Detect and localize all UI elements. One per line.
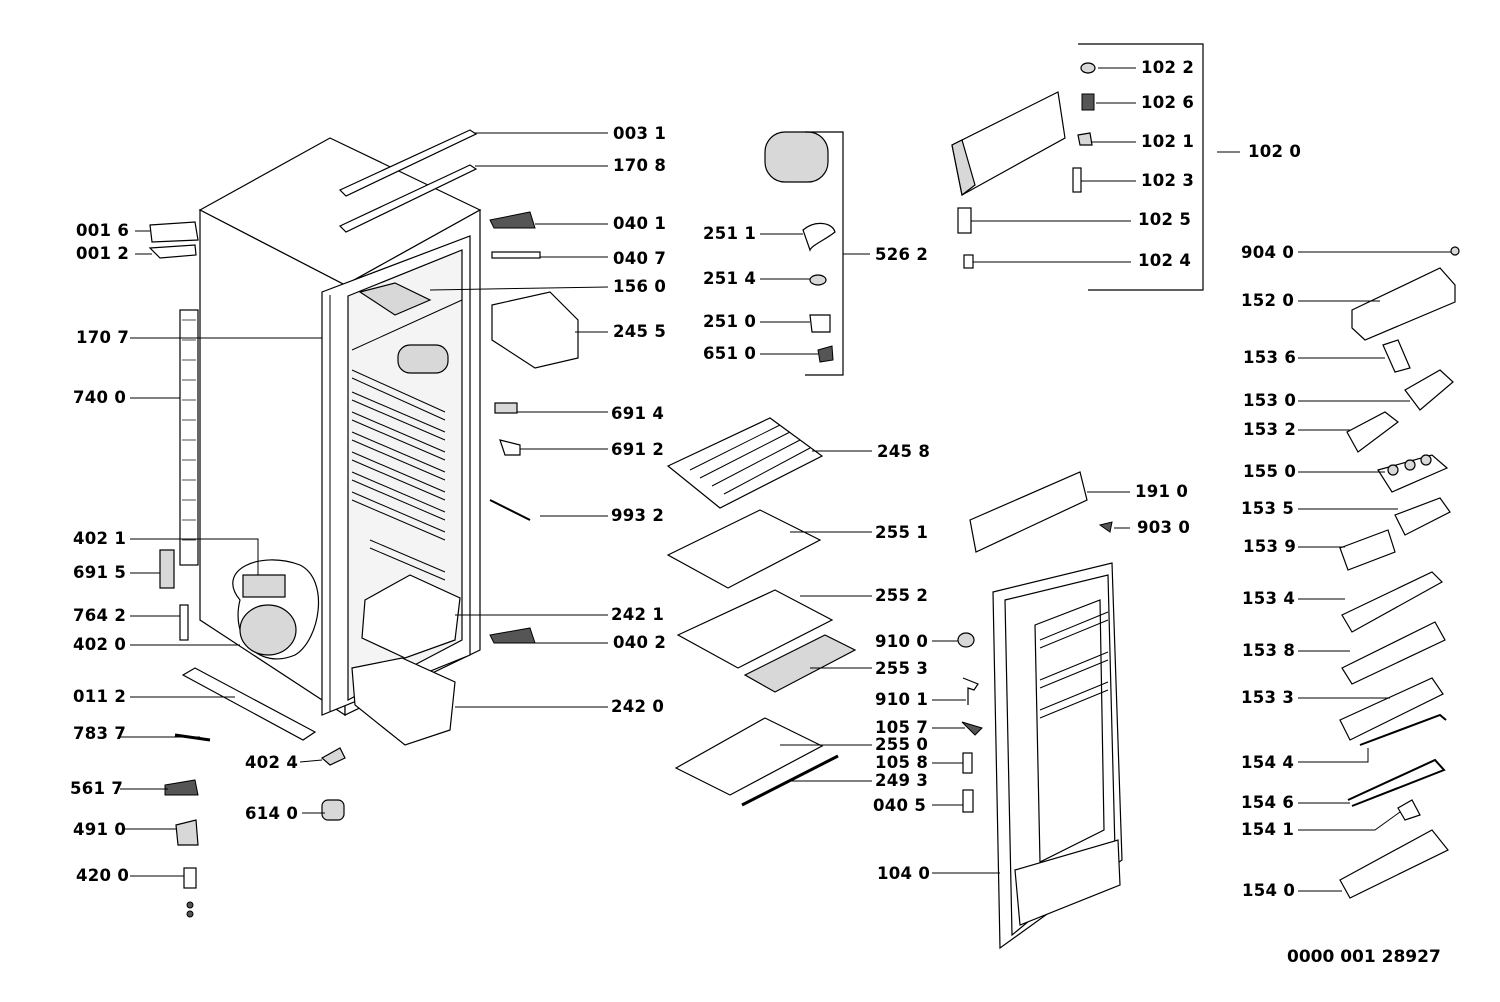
callout-245-8: 245 8: [877, 442, 931, 461]
callout-242-1: 242 1: [611, 605, 665, 624]
callout-420-0: 420 0: [76, 866, 130, 885]
callout-255-2: 255 2: [875, 586, 929, 605]
callout-102-1: 102 1: [1141, 132, 1195, 151]
document-number: 0000 001 28927: [1287, 947, 1441, 967]
callout-255-1: 255 1: [875, 523, 929, 542]
callout-170-8: 170 8: [613, 156, 667, 175]
callout-102-2: 102 2: [1141, 58, 1195, 77]
callout-561-7: 561 7: [70, 779, 124, 798]
callout-154-1: 154 1: [1241, 820, 1295, 839]
door-bins-drawing: [1339, 246, 1460, 899]
callout-910-0: 910 0: [875, 632, 929, 651]
callout-691-5: 691 5: [73, 563, 127, 582]
callout-153-0: 153 0: [1243, 391, 1297, 410]
callout-251-1: 251 1: [703, 224, 757, 243]
callout-191-0: 191 0: [1135, 482, 1189, 501]
door-drawing: [957, 471, 1123, 950]
callout-153-5: 153 5: [1241, 499, 1295, 518]
callout-152-0: 152 0: [1241, 291, 1295, 310]
freezer-door-drawing: [951, 43, 1204, 291]
callout-102-5: 102 5: [1138, 210, 1192, 229]
callout-242-0: 242 0: [611, 697, 665, 716]
callout-251-0: 251 0: [703, 312, 757, 331]
callout-001-2: 001 2: [76, 244, 130, 263]
callout-255-3: 255 3: [875, 659, 929, 678]
callout-740-0: 740 0: [73, 388, 127, 407]
callout-249-3: 249 3: [875, 771, 929, 790]
callout-105-7: 105 7: [875, 718, 929, 737]
callout-105-8: 105 8: [875, 753, 929, 772]
leader-lines: [120, 67, 1451, 892]
callout-001-6: 001 6: [76, 221, 130, 240]
callout-154-6: 154 6: [1241, 793, 1295, 812]
callout-104-0: 104 0: [877, 864, 931, 883]
callout-102-3: 102 3: [1141, 171, 1195, 190]
callout-402-1: 402 1: [73, 529, 127, 548]
callout-153-8: 153 8: [1242, 641, 1296, 660]
callout-903-0: 903 0: [1137, 518, 1191, 537]
callout-153-9: 153 9: [1243, 537, 1297, 556]
callout-040-5: 040 5: [873, 796, 927, 815]
callout-910-1: 910 1: [875, 690, 929, 709]
callout-153-3: 153 3: [1241, 688, 1295, 707]
callout-402-4: 402 4: [245, 753, 299, 772]
shelves-drawing: [666, 417, 857, 807]
callout-003-1: 003 1: [613, 124, 667, 143]
callout-153-2: 153 2: [1243, 420, 1297, 439]
callout-040-2: 040 2: [613, 633, 667, 652]
callout-526-2: 526 2: [875, 245, 929, 264]
callout-245-5: 245 5: [613, 322, 667, 341]
callout-153-4: 153 4: [1242, 589, 1296, 608]
callout-651-0: 651 0: [703, 344, 757, 363]
callout-783-7: 783 7: [73, 724, 127, 743]
callout-040-7: 040 7: [613, 249, 667, 268]
callout-255-0: 255 0: [875, 735, 929, 754]
freezer-module-drawing: [764, 131, 844, 376]
callout-154-0: 154 0: [1242, 881, 1296, 900]
callout-154-4: 154 4: [1241, 753, 1295, 772]
callout-156-0: 156 0: [613, 277, 667, 296]
callout-102-4: 102 4: [1138, 251, 1192, 270]
callout-691-2: 691 2: [611, 440, 665, 459]
callout-170-7: 170 7: [76, 328, 130, 347]
callout-011-2: 011 2: [73, 687, 127, 706]
callout-251-4: 251 4: [703, 269, 757, 288]
callout-155-0: 155 0: [1243, 462, 1297, 481]
callout-904-0: 904 0: [1241, 243, 1295, 262]
callout-614-0: 614 0: [245, 804, 299, 823]
cabinet-drawing: [148, 129, 579, 918]
callout-691-4: 691 4: [611, 404, 665, 423]
callout-993-2: 993 2: [611, 506, 665, 525]
callout-402-0: 402 0: [73, 635, 127, 654]
callout-153-6: 153 6: [1243, 348, 1297, 367]
callout-102-6: 102 6: [1141, 93, 1195, 112]
callout-764-2: 764 2: [73, 606, 127, 625]
callout-102-0: 102 0: [1248, 142, 1302, 161]
callout-491-0: 491 0: [73, 820, 127, 839]
callout-040-1: 040 1: [613, 214, 667, 233]
